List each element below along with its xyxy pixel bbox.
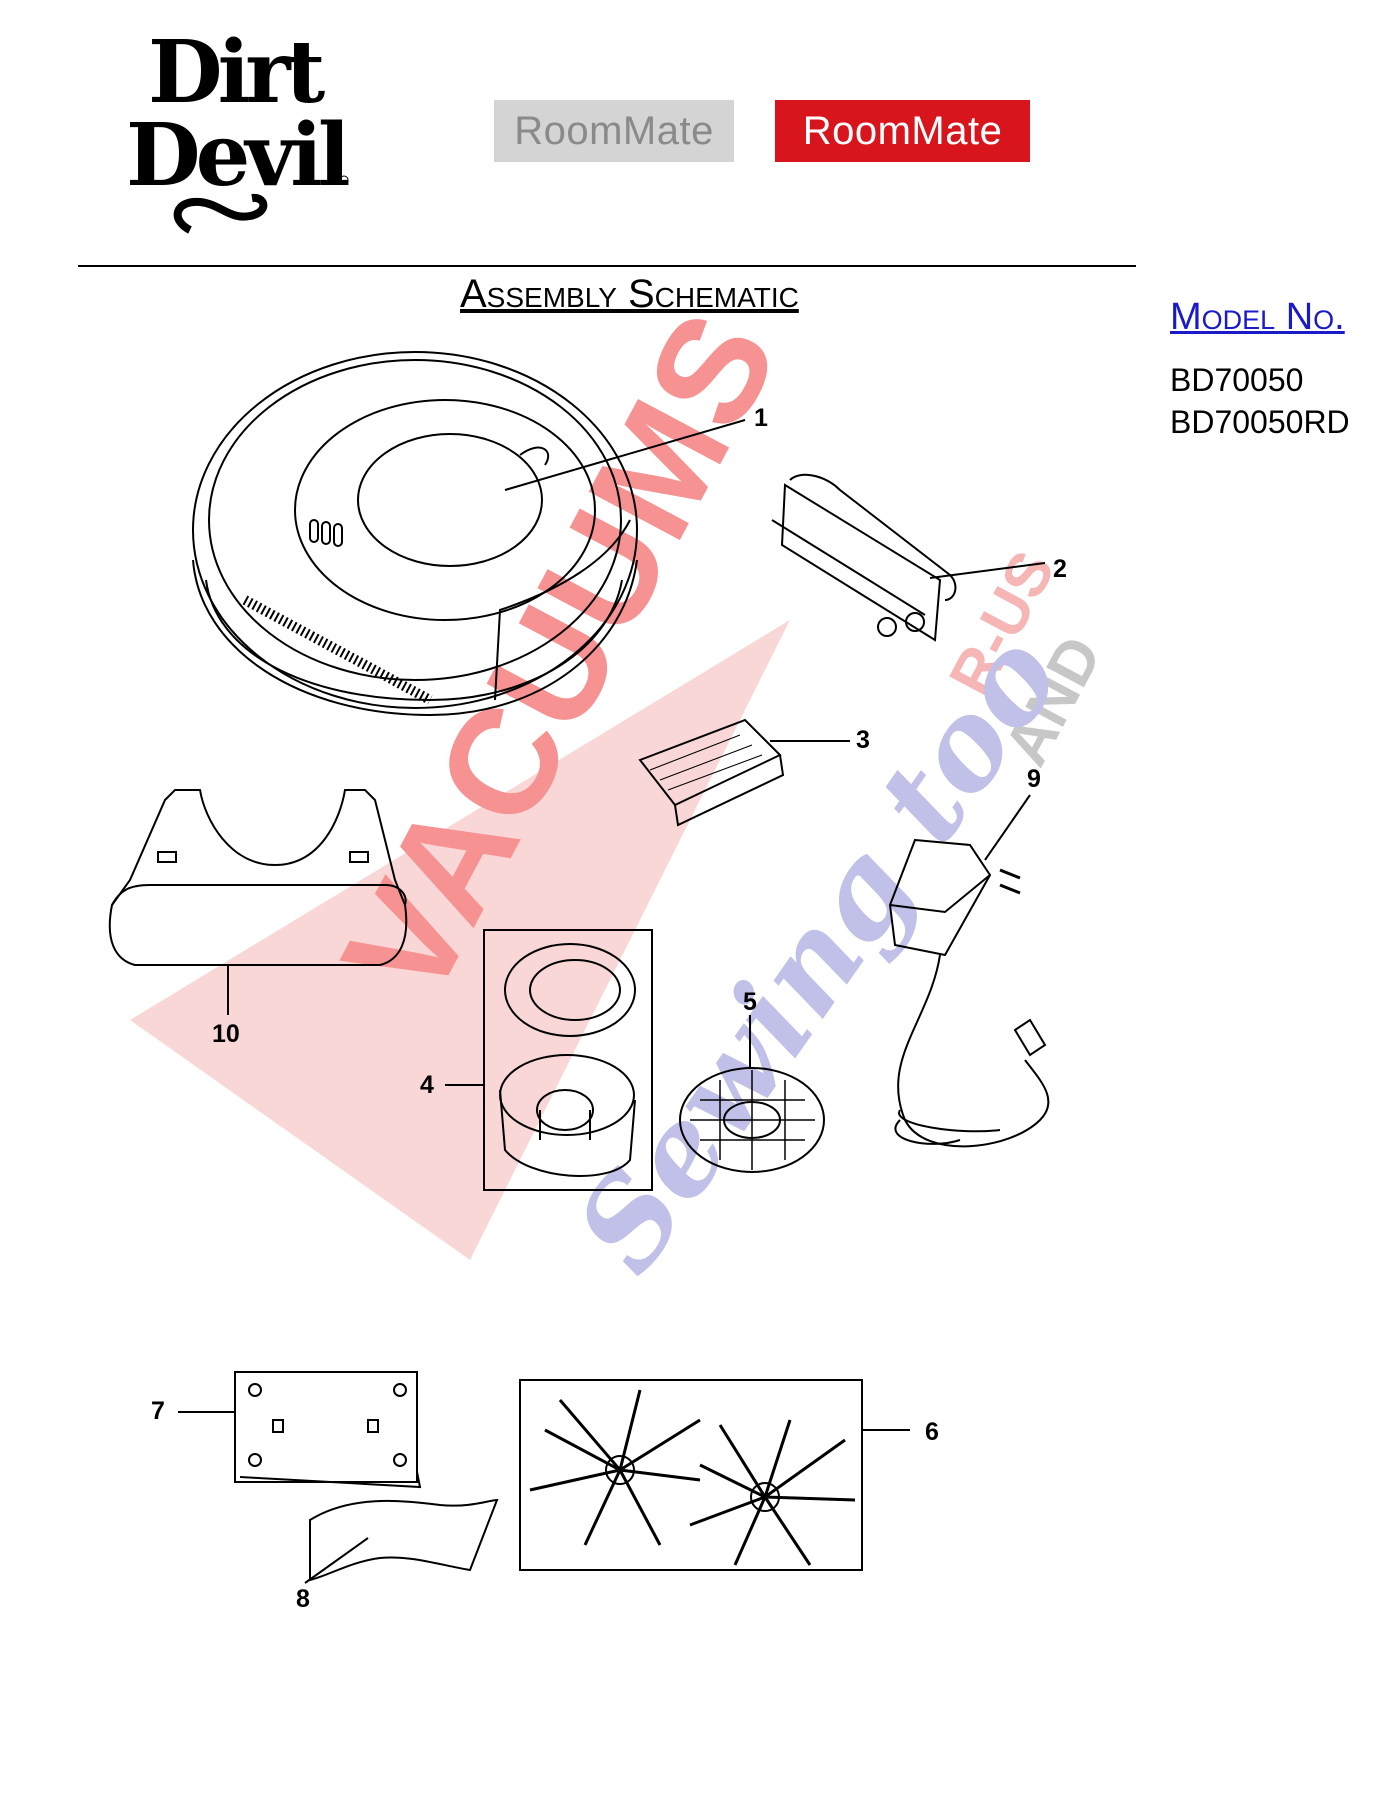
- callout-4: 4: [420, 1071, 434, 1099]
- callout-10: 10: [212, 1020, 240, 1048]
- callout-3: 3: [856, 726, 870, 754]
- leader-line: [504, 419, 746, 491]
- remote-plate-icon: [234, 1371, 422, 1489]
- model-number: BD70050RD: [1170, 404, 1350, 440]
- dust-bin-assembly-icon: [499, 943, 636, 1177]
- leader-line: [929, 562, 1046, 579]
- filter-screen-icon: [679, 1067, 825, 1173]
- roommate-badge-red: RoomMate: [775, 100, 1030, 162]
- callout-6: 6: [925, 1418, 939, 1446]
- callout-2: 2: [1053, 555, 1067, 583]
- side-brushes-box: [519, 1379, 863, 1571]
- callout-1: 1: [754, 404, 768, 432]
- leader-line: [984, 794, 1031, 861]
- filter-door-icon: [638, 718, 785, 827]
- callout-9: 9: [1027, 765, 1041, 793]
- robot-vacuum-body-icon: [192, 351, 638, 717]
- side-brushes-icon: [529, 1389, 856, 1566]
- callout-8: 8: [296, 1585, 310, 1613]
- page-title: Assembly Schematic: [460, 272, 799, 316]
- logo-line1: Dirt: [148, 22, 326, 123]
- logo-line2: Devil: [126, 105, 349, 206]
- watermark: VACUUMS R-US AND Sewing too: [130, 286, 1115, 1297]
- leader-line: [304, 1537, 369, 1584]
- roommate-badge-grey: RoomMate: [494, 100, 734, 162]
- callout-5: 5: [743, 988, 757, 1016]
- watermark-text-4: Sewing too: [548, 609, 1088, 1296]
- power-adapter-icon: [888, 838, 1050, 1148]
- model-heading[interactable]: Model No.: [1170, 296, 1345, 338]
- battery-pack-icon: [771, 473, 957, 642]
- header-divider: [78, 265, 1136, 267]
- dust-bin-box: [483, 929, 653, 1191]
- registered-mark-icon: [339, 175, 349, 185]
- manual-sheet-icon: [309, 1498, 499, 1582]
- dirt-devil-logo: Dirt Devil: [126, 22, 354, 234]
- callout-7: 7: [151, 1397, 165, 1425]
- model-number: BD70050: [1170, 362, 1304, 398]
- logo-swirl-icon: [173, 193, 268, 234]
- charging-base-icon: [108, 789, 408, 966]
